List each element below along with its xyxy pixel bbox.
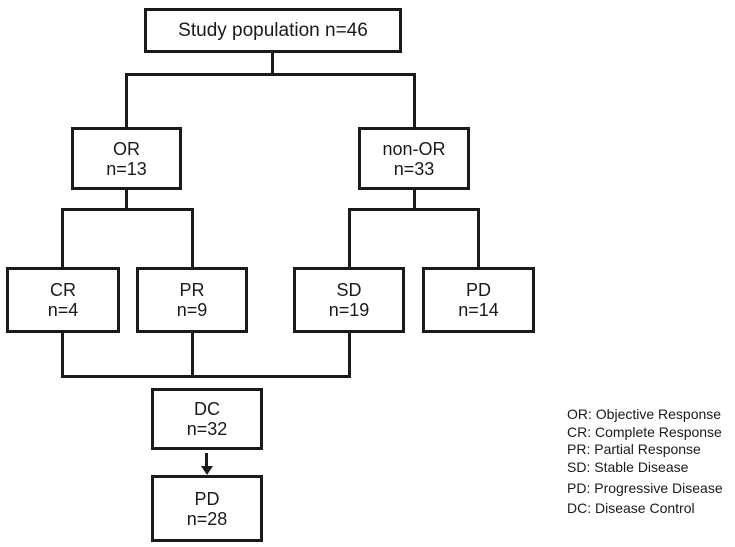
connector-non-or-stub	[413, 190, 416, 210]
node-pr: PR n=9	[136, 267, 248, 333]
connector-pr-down	[191, 333, 194, 378]
node-pd-final: PD n=28	[151, 475, 263, 542]
node-pd: PD n=14	[422, 267, 535, 333]
connector-to-or	[125, 73, 128, 127]
node-pd-count: n=14	[458, 300, 499, 320]
legend-item-or: OR: Objective Response	[567, 406, 722, 422]
node-sd: SD n=19	[293, 267, 405, 333]
node-or-count: n=13	[106, 158, 147, 179]
node-pd-label: PD	[465, 280, 491, 300]
connector-to-non-or	[413, 73, 416, 127]
connector-cr-down	[61, 333, 64, 378]
legend-item-cr: CR: Complete Response	[567, 423, 722, 440]
connector-study-stub	[271, 53, 274, 74]
connector-merge-bar	[61, 375, 351, 378]
connector-split-non-or	[348, 208, 480, 211]
arrow-down-icon	[201, 466, 213, 475]
node-non-or-label: non-OR	[382, 138, 446, 159]
connector-to-cr	[61, 208, 64, 267]
node-dc-count: n=32	[186, 419, 228, 439]
node-cr-label: CR	[50, 280, 76, 300]
node-study-population-label: Study population n=46	[178, 19, 368, 41]
connector-to-pd	[477, 208, 480, 267]
node-dc: DC n=32	[151, 388, 263, 450]
node-study-population: Study population n=46	[144, 8, 402, 53]
node-pr-count: n=9	[176, 300, 208, 320]
connector-to-pr	[191, 208, 194, 267]
node-dc-label: DC	[194, 399, 220, 419]
connector-split-or	[61, 208, 194, 211]
connector-or-stub	[125, 190, 128, 210]
legend-item-dc: DC: Disease Control	[567, 499, 695, 516]
connector-split-top	[125, 73, 416, 76]
node-sd-label: SD	[336, 280, 362, 300]
node-non-or-count: n=33	[393, 158, 435, 179]
connector-sd-down	[348, 333, 351, 378]
node-cr-count: n=4	[47, 300, 79, 320]
node-pd-final-count: n=28	[186, 508, 228, 529]
node-pr-label: PR	[179, 280, 205, 300]
legend-item-pd: PD: Progressive Disease	[567, 479, 723, 496]
node-or: OR n=13	[71, 127, 182, 190]
node-sd-count: n=19	[328, 300, 370, 320]
node-pd-final-label: PD	[194, 488, 220, 509]
node-non-or: non-OR n=33	[358, 127, 470, 190]
legend: OR: Objective Response CR: Complete Resp…	[567, 406, 723, 517]
legend-item-sd: SD: Stable Disease	[567, 458, 689, 475]
connector-to-sd	[348, 208, 351, 267]
node-cr: CR n=4	[6, 267, 120, 333]
node-or-label: OR	[113, 138, 140, 159]
legend-item-pr: PR: Partial Response	[567, 441, 701, 457]
arrow-dc-to-pd-shaft	[205, 453, 208, 468]
